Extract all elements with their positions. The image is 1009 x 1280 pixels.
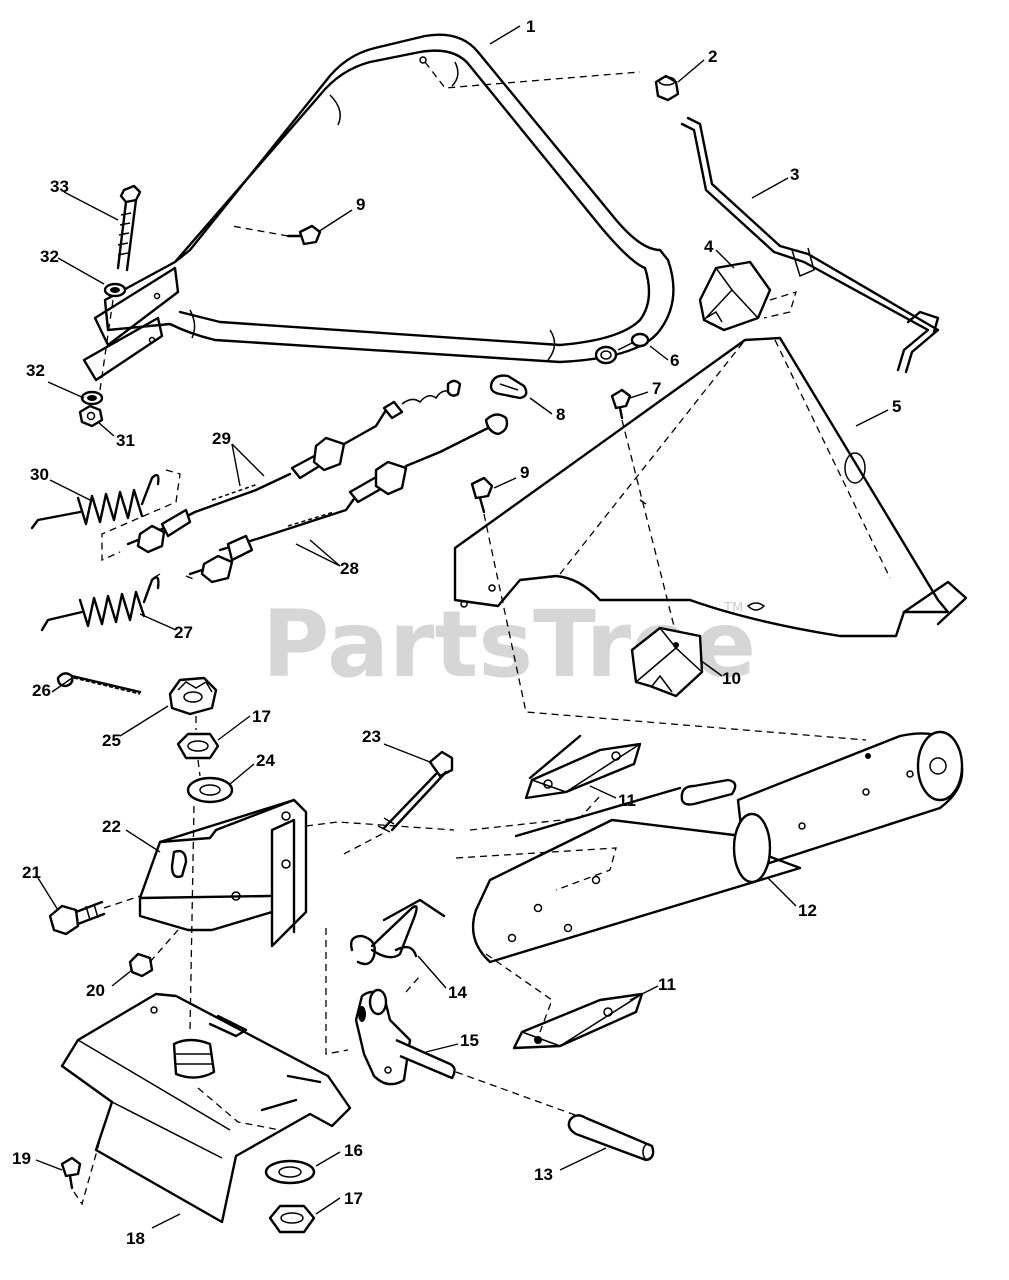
callout-6: 6 [670,351,679,370]
part-nut-17-top [176,732,220,760]
callout-16: 16 [344,1141,363,1160]
callout-labels: 1 2 3 4 5 6 7 8 9 9 10 11 11 12 13 14 15… [12,17,901,1248]
part-nut-17-bottom [268,1204,316,1234]
callout-27: 27 [174,623,193,642]
callout-9-top: 9 [356,195,365,214]
part-grip-2 [654,74,680,102]
part-bolt-33 [116,184,142,272]
part-spring-27 [40,576,160,632]
part-bolt-23 [377,750,454,833]
callout-11-bottom: 11 [658,975,676,994]
part-bracket-22 [138,798,308,948]
part-bolt-21 [48,900,106,936]
part-shift-rod-3 [680,116,940,374]
callout-24: 24 [256,751,275,770]
part-pin-13 [567,1114,655,1162]
part-handle-frame [82,33,675,382]
part-washer-24 [186,776,234,804]
part-bolt-9-mid [470,476,494,514]
callout-14: 14 [448,983,467,1002]
callout-18: 18 [126,1229,145,1248]
callout-11-top: 11 [618,791,636,810]
callout-9-mid: 9 [520,463,529,482]
part-cable-29 [126,379,462,554]
part-washer-32-bottom [80,390,104,406]
callout-25: 25 [102,731,121,750]
callout-17-top: 17 [252,707,271,726]
part-housing-5 [453,336,968,638]
part-clip-8 [489,374,528,400]
callout-3: 3 [790,165,799,184]
part-nut-25 [168,676,218,716]
part-nut-20 [128,952,154,978]
part-bracket-11-top [524,734,642,800]
part-nut-31 [78,404,104,428]
callout-1: 1 [526,17,535,36]
part-tube-12 [471,730,964,964]
part-spring-30 [30,473,160,530]
callout-7: 7 [652,379,661,398]
callout-20: 20 [86,981,105,1000]
callout-31: 31 [116,431,135,450]
part-bracket-11-bottom [512,992,644,1050]
callout-15: 15 [460,1031,479,1050]
callout-21: 21 [22,863,41,882]
callout-4: 4 [704,237,714,256]
callout-10: 10 [722,669,741,688]
part-cable-26 [56,672,142,695]
part-cable-28 [188,413,509,584]
callout-8: 8 [556,405,565,424]
leader-lines [35,25,889,1229]
callout-30: 30 [30,465,49,484]
callout-19: 19 [12,1149,31,1168]
part-washer-16 [264,1159,316,1185]
callout-2: 2 [708,47,717,66]
part-shaft-15 [354,988,456,1086]
part-base-plate-18 [60,992,352,1224]
callout-32-top: 32 [40,247,59,266]
callout-22: 22 [102,817,121,836]
part-hair-pin-14 [349,898,446,966]
callout-29: 29 [212,429,231,448]
part-bolt-9-top [286,224,322,246]
part-screw-19 [60,1156,82,1190]
callout-28: 28 [340,559,359,578]
callout-5: 5 [892,397,901,416]
part-bracket-10 [630,626,704,698]
callout-32-bottom: 32 [26,361,45,380]
callout-17-bottom: 17 [344,1189,363,1208]
part-screw-7 [610,388,632,420]
callout-12: 12 [798,901,817,920]
part-washer-32-top [103,282,127,298]
callout-13: 13 [534,1165,553,1184]
part-grommet-6 [594,332,650,365]
callout-26: 26 [32,681,51,700]
part-shift-knob-4 [698,260,797,332]
callout-23: 23 [362,727,381,746]
callout-33: 33 [50,177,69,196]
